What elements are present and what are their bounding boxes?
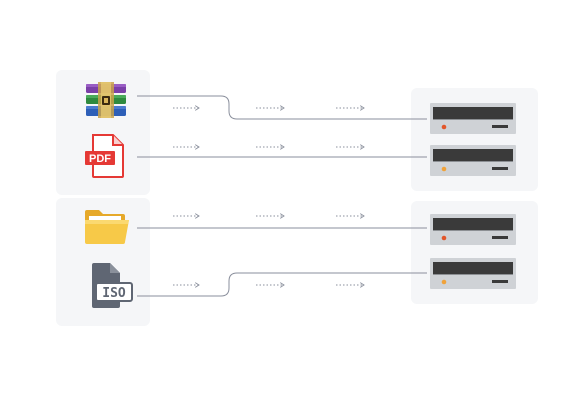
- optical-drive-icon: [430, 145, 516, 176]
- folder-icon: [83, 206, 131, 246]
- iso-file-icon: ISO: [86, 262, 134, 310]
- optical-drive-icon: [430, 214, 516, 245]
- connector-rar-to-drive-1: [137, 95, 427, 120]
- rar-archive-icon: [84, 82, 128, 118]
- connector-iso-to-drive-4: [137, 272, 427, 297]
- pdf-label: PDF: [89, 153, 111, 165]
- pdf-file-icon: PDF: [85, 134, 125, 178]
- iso-label: ISO: [102, 286, 126, 301]
- optical-drive-icon: [430, 258, 516, 289]
- optical-drive-icon: [430, 103, 516, 134]
